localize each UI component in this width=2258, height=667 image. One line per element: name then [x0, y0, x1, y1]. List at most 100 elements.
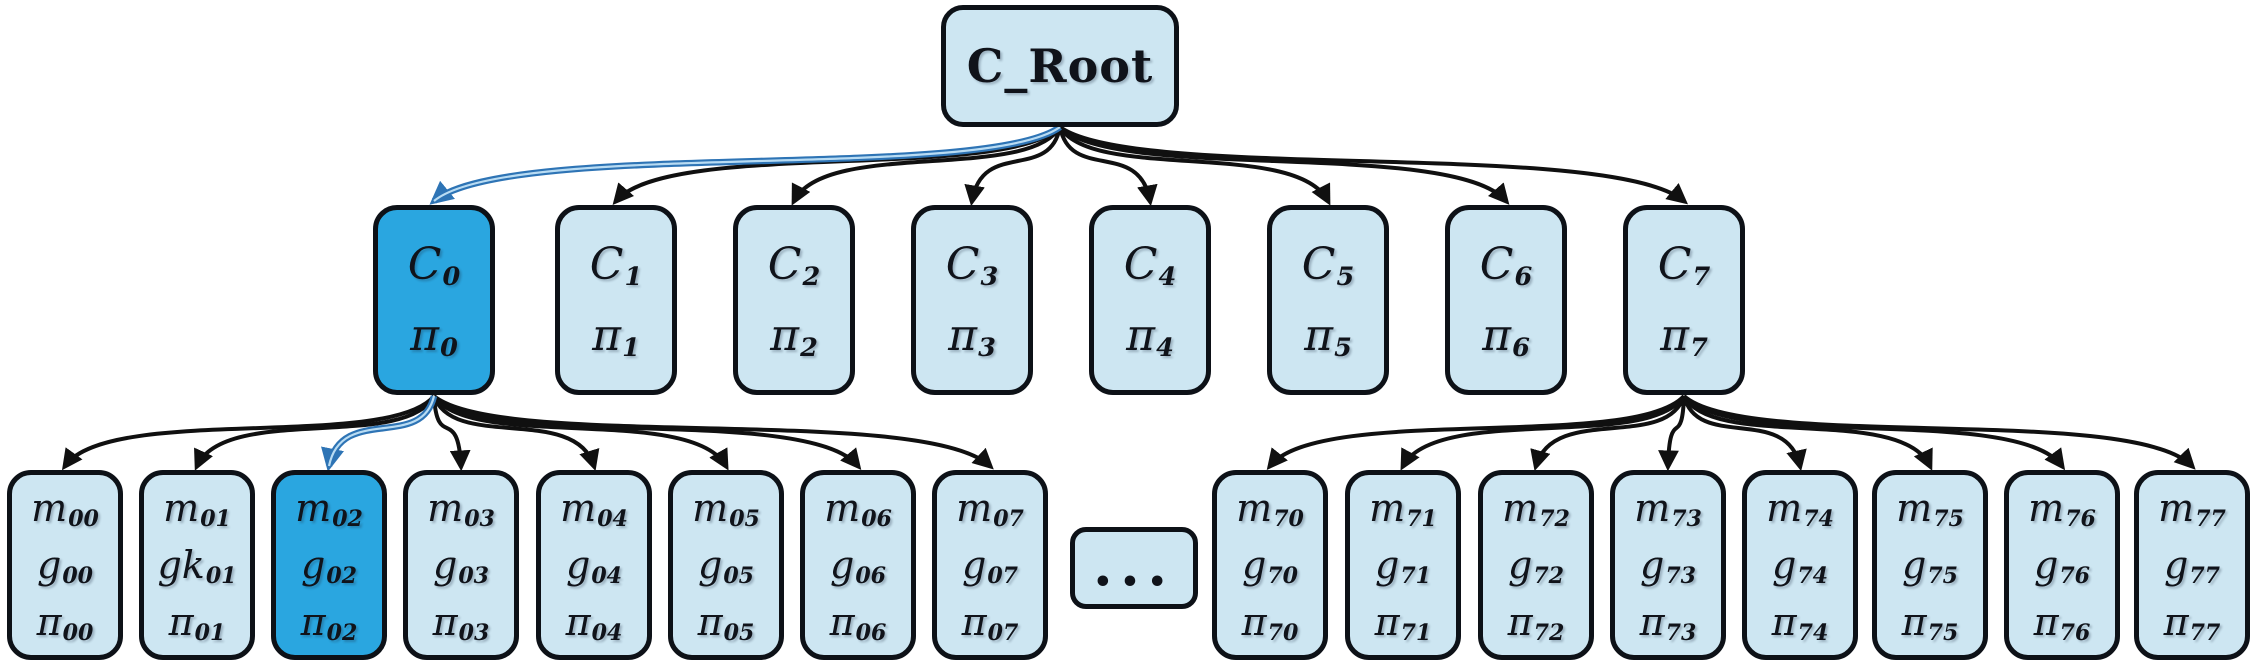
node-c5: C5 π5	[1267, 205, 1389, 395]
m05-g-label: g05	[698, 542, 754, 589]
edge-c0-m05	[432, 394, 729, 471]
m06-m-label: m06	[824, 485, 892, 532]
c0-pi-label: π0	[410, 310, 458, 364]
c1-id-label: C1	[589, 239, 643, 293]
node-c6: C6 π6	[1445, 205, 1567, 395]
node-c-root: C_Root	[941, 5, 1179, 127]
node-ellipsis: •••	[1070, 527, 1198, 609]
edge-c7-m74	[1682, 395, 1807, 472]
m00-g-label: g00	[37, 542, 93, 589]
c4-id-label: C4	[1123, 239, 1177, 293]
node-m77: m77 g77 π77	[2134, 470, 2250, 660]
m74-pi-label: π74	[1771, 599, 1829, 646]
node-m02: m02 g02 π02	[271, 470, 387, 660]
m02-m-label: m02	[295, 485, 363, 532]
edge-c7-m72	[1530, 395, 1686, 471]
node-m74: m74 g74 π74	[1742, 470, 1858, 660]
m73-g-label: g73	[1640, 542, 1696, 589]
m73-m-label: m73	[1634, 485, 1702, 532]
m00-m-label: m00	[31, 485, 99, 532]
node-c7: C7 π7	[1623, 205, 1745, 395]
m07-g-label: g07	[962, 542, 1018, 589]
m76-m-label: m76	[2028, 485, 2096, 532]
m05-m-label: m05	[692, 485, 760, 532]
node-m00: m00 g00 π00	[7, 470, 123, 660]
node-c1: C1 π1	[555, 205, 677, 395]
edge-root-c3	[964, 126, 1062, 207]
m01-g-label: gk01	[157, 542, 237, 589]
node-c4: C4 π4	[1089, 205, 1211, 395]
m77-m-label: m77	[2158, 485, 2226, 532]
m71-m-label: m71	[1369, 485, 1437, 532]
m77-g-label: g77	[2164, 542, 2220, 589]
node-m06: m06 g06 π06	[800, 470, 916, 660]
node-m03: m03 g03 π03	[403, 470, 519, 660]
node-c2: C2 π2	[733, 205, 855, 395]
m04-g-label: g04	[566, 542, 622, 589]
node-m01: m01 gk01 π01	[139, 470, 255, 660]
node-m76: m76 g76 π76	[2004, 470, 2120, 660]
m76-g-label: g76	[2034, 542, 2090, 589]
m71-pi-label: π71	[1374, 599, 1432, 646]
m75-pi-label: π75	[1901, 599, 1959, 646]
m00-pi-label: π00	[36, 599, 94, 646]
m03-pi-label: π03	[432, 599, 490, 646]
c6-pi-label: π6	[1482, 310, 1530, 364]
m70-pi-label: π70	[1241, 599, 1299, 646]
m07-pi-label: π07	[961, 599, 1019, 646]
m06-g-label: g06	[830, 542, 886, 589]
m75-g-label: g75	[1902, 542, 1958, 589]
c3-pi-label: π3	[948, 310, 996, 364]
node-c0: C0 π0	[373, 205, 495, 395]
node-m05: m05 g05 π05	[668, 470, 784, 660]
m01-m-label: m01	[163, 485, 231, 532]
m06-pi-label: π06	[829, 599, 887, 646]
m75-m-label: m75	[1896, 485, 1964, 532]
edge-root-c0-highlighted-core	[433, 126, 1061, 202]
m73-pi-label: π73	[1639, 599, 1697, 646]
c2-pi-label: π2	[770, 310, 818, 364]
edge-c0-m00	[61, 394, 436, 471]
edge-root-c6	[1058, 125, 1510, 205]
m03-m-label: m03	[427, 485, 495, 532]
node-m75: m75 g75 π75	[1872, 470, 1988, 660]
edge-root-c7	[1058, 125, 1689, 205]
c5-id-label: C5	[1301, 239, 1355, 293]
m02-pi-label: π02	[300, 599, 358, 646]
m77-pi-label: π77	[2163, 599, 2221, 646]
m02-g-label: g02	[301, 542, 357, 589]
edge-c7-m70	[1266, 394, 1686, 471]
node-m72: m72 g72 π72	[1478, 470, 1594, 660]
c7-pi-label: π7	[1660, 310, 1708, 364]
node-m04: m04 g04 π04	[536, 470, 652, 660]
m74-g-label: g74	[1772, 542, 1828, 589]
c3-id-label: C3	[945, 239, 999, 293]
m04-pi-label: π04	[565, 599, 623, 646]
edge-c7-m71	[1400, 394, 1686, 471]
m01-pi-label: π01	[168, 599, 226, 646]
root-label: C_Root	[966, 39, 1154, 93]
edge-c7-m75	[1682, 394, 1933, 471]
c5-pi-label: π5	[1304, 310, 1352, 364]
m76-pi-label: π76	[2033, 599, 2091, 646]
m04-m-label: m04	[560, 485, 628, 532]
m03-g-label: g03	[433, 542, 489, 589]
m72-g-label: g72	[1508, 542, 1564, 589]
c1-pi-label: π1	[592, 310, 640, 364]
node-m71: m71 g71 π71	[1345, 470, 1461, 660]
edge-c7-m73	[1658, 395, 1686, 472]
m05-pi-label: π05	[697, 599, 755, 646]
edge-root-c0-highlighted	[429, 124, 1062, 205]
edge-c7-m77	[1682, 394, 2196, 470]
c4-pi-label: π4	[1126, 310, 1174, 364]
c7-id-label: C7	[1657, 239, 1711, 293]
edge-c0-m03	[432, 395, 471, 472]
node-m07: m07 g07 π07	[932, 470, 1048, 660]
node-m73: m73 g73 π73	[1610, 470, 1726, 660]
m71-g-label: g71	[1375, 542, 1431, 589]
edge-root-c5	[1058, 125, 1331, 206]
edge-c0-m01	[194, 394, 436, 471]
c0-id-label: C0	[407, 239, 461, 293]
